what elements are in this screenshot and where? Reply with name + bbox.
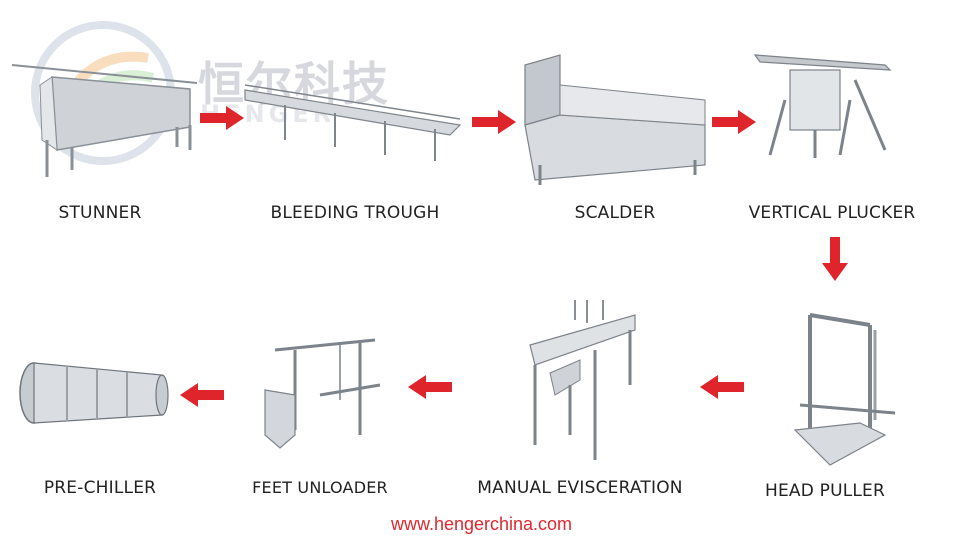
- bleeding-trough-machine-image: [244, 84, 465, 165]
- head-puller-machine-image: [790, 305, 900, 470]
- feet-unloader-machine-image: [260, 338, 385, 450]
- step-label-manual-evisceration: MANUAL EVISCERATION: [477, 478, 683, 498]
- step-label-pre-chiller: PRE-CHILLER: [43, 478, 157, 498]
- step-label-stunner: STUNNER: [58, 203, 142, 223]
- stunner-machine-image: [11, 55, 202, 180]
- manual-evisceration-machine-image: [525, 295, 640, 460]
- step-label-feet-unloader: FEET UNLOADER: [252, 478, 388, 497]
- step-label-head-puller: HEAD PULLER: [764, 481, 886, 501]
- arrow-left-icon: [700, 375, 744, 403]
- arrow-left-icon: [180, 383, 224, 411]
- arrow-right-icon: [472, 110, 516, 138]
- arrow-left-icon: [408, 375, 452, 403]
- step-label-vertical-plucker: VERTICAL PLUCKER: [748, 203, 916, 223]
- scalder-machine-image: [520, 54, 710, 185]
- pre-chiller-machine-image: [12, 355, 170, 430]
- arrow-right-icon: [200, 106, 244, 134]
- footer-website-link[interactable]: www.hengerchina.com: [390, 514, 573, 534]
- arrow-down-icon: [822, 237, 848, 285]
- vertical-plucker-machine-image: [753, 40, 895, 160]
- arrow-right-icon: [712, 110, 756, 138]
- step-label-scalder: SCALDER: [574, 203, 656, 223]
- step-label-bleeding-trough: BLEEDING TROUGH: [270, 203, 440, 223]
